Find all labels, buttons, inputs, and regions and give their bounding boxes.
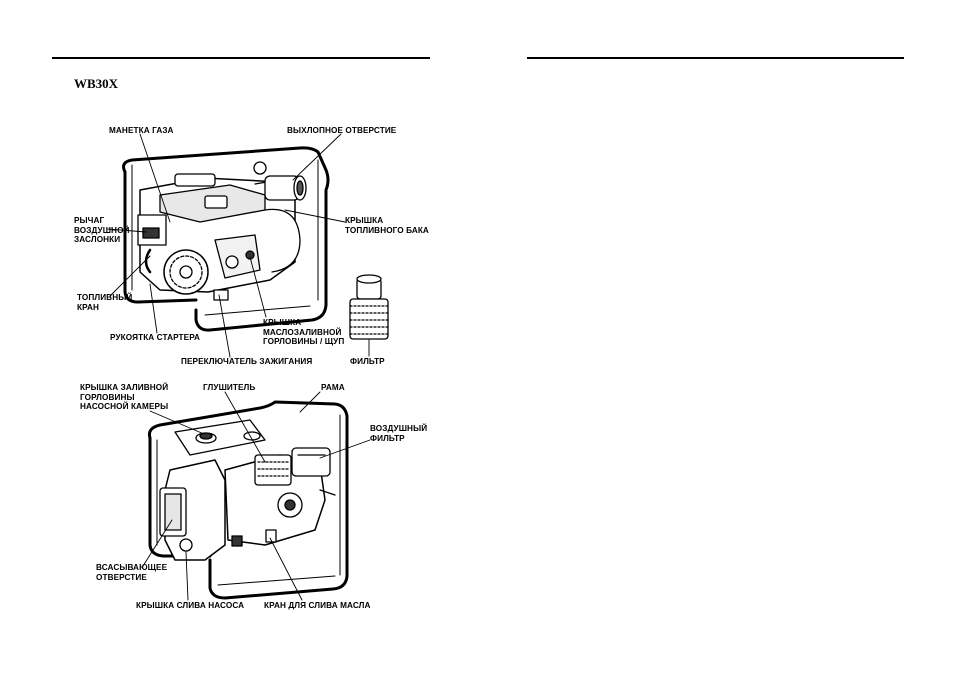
label-fuel-tank-cap: КРЫШКА ТОПЛИВНОГО БАКА: [345, 216, 429, 235]
label-throttle-lever: МАНЕТКА ГАЗА: [109, 126, 174, 135]
label-fuel-tank-cap-line1: КРЫШКА: [345, 216, 384, 225]
label-air-filter-line1: ВОЗДУШНЫЙ: [370, 424, 428, 433]
model-title: WB30X: [74, 76, 119, 91]
label-suction-port-line1: ВСАСЫВАЮЩЕЕ: [96, 563, 168, 572]
label-suction-port-line2: ОТВЕРСТИЕ: [96, 572, 147, 582]
label-ignition-switch: ПЕРЕКЛЮЧАТЕЛЬ ЗАЖИГАНИЯ: [181, 357, 313, 366]
label-priming-cap-line3: НАСОСНОЙ КАМЕРЫ: [80, 402, 169, 411]
header-rule-right: [527, 57, 904, 59]
label-exhaust-outlet: ВЫХЛОПНОЕ ОТВЕРСТИЕ: [287, 126, 397, 135]
label-choke-lever-line2: ВОЗДУШНОЙ: [74, 225, 130, 235]
label-frame: РАМА: [321, 383, 345, 392]
label-pump-drain-plug: КРЫШКА СЛИВА НАСОСА: [136, 601, 245, 610]
label-priming-cap-line2: ГОРЛОВИНЫ: [80, 392, 135, 402]
label-fuel-valve-line1: ТОПЛИВНЫЙ: [77, 293, 133, 302]
label-priming-cap-line1: КРЫШКА ЗАЛИВНОЙ: [80, 383, 169, 392]
strainer-filter-drawing: [349, 274, 389, 340]
label-air-filter: ВОЗДУШНЫЙ ФИЛЬТР: [370, 424, 427, 443]
bottom-leader-lines: [142, 391, 371, 601]
top-leader-lines: [107, 133, 370, 358]
label-strainer: ФИЛЬТР: [350, 357, 385, 366]
label-choke-lever-line1: РЫЧАГ: [74, 216, 105, 225]
label-muffler: ГЛУШИТЕЛЬ: [203, 383, 256, 392]
label-oil-filler-cap-line3: ГОРЛОВИНЫ / ЩУП: [263, 337, 345, 346]
top-pump-drawing: [122, 146, 330, 332]
label-suction-port: ВСАСЫВАЮЩЕЕ ОТВЕРСТИЕ: [96, 563, 167, 582]
label-starter-grip: РУКОЯТКА СТАРТЕРА: [110, 333, 201, 342]
label-oil-filler-cap-line2: МАСЛОЗАЛИВНОЙ: [263, 327, 342, 337]
label-choke-lever-line3: ЗАСЛОНКИ: [74, 235, 121, 244]
label-fuel-valve: ТОПЛИВНЫЙ КРАН: [77, 293, 132, 312]
label-priming-cap: КРЫШКА ЗАЛИВНОЙ ГОРЛОВИНЫ НАСОСНОЙ КАМЕР…: [80, 383, 168, 412]
header-rule-left: [52, 57, 430, 59]
label-fuel-valve-line2: КРАН: [77, 302, 99, 312]
label-choke-lever: РЫЧАГ ВОЗДУШНОЙ ЗАСЛОНКИ: [74, 216, 130, 245]
label-oil-filler-cap-line1: КРЫШКА: [263, 318, 302, 327]
label-oil-filler-cap: КРЫШКА МАСЛОЗАЛИВНОЙ ГОРЛОВИНЫ / ЩУП: [263, 318, 344, 347]
label-fuel-tank-cap-line2: ТОПЛИВНОГО БАКА: [345, 225, 429, 235]
bottom-pump-drawing: [148, 400, 349, 600]
label-oil-drain-bolt: КРАН ДЛЯ СЛИВА МАСЛА: [264, 601, 371, 610]
label-air-filter-line2: ФИЛЬТР: [370, 433, 405, 443]
